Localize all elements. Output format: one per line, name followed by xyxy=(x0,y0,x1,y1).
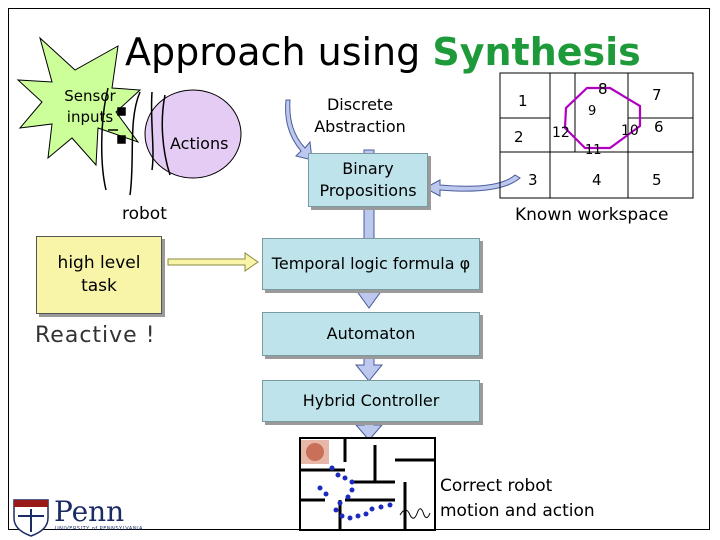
temporal-logic-box: Temporal logic formula φ xyxy=(262,238,480,290)
sensor-label: Sensor inputs xyxy=(64,87,116,126)
region-label: 1 xyxy=(518,92,528,110)
temporal-logic-label: Temporal logic formula φ xyxy=(271,254,471,273)
title-highlight: Synthesis xyxy=(432,30,641,74)
robot-motion-image xyxy=(299,437,436,531)
penn-shield-icon xyxy=(13,499,49,537)
penn-logo-text: Penn xyxy=(54,495,125,528)
discrete-abstraction-label: Discrete Abstraction xyxy=(314,95,406,136)
high-level-task-label: high level task xyxy=(57,253,141,296)
region-label: 4 xyxy=(592,171,602,189)
region-label: 9 xyxy=(588,104,597,119)
sensor-burst xyxy=(16,36,142,167)
actions-label: Actions xyxy=(170,134,229,153)
hybrid-controller-box: Hybrid Controller xyxy=(262,380,480,422)
slide-title: Approach using Synthesis xyxy=(125,30,641,74)
high-level-task-scroll: high level task xyxy=(36,236,162,314)
region-label: 11 xyxy=(585,143,602,158)
region-label: 6 xyxy=(654,118,664,136)
region-label: 5 xyxy=(652,171,662,189)
penn-logo-subtext: UNIVERSITY of PENNSYLVANIA xyxy=(55,526,143,532)
workspace-caption: Known workspace xyxy=(515,205,669,225)
automaton-label: Automaton xyxy=(326,324,416,343)
workspace-highlight-path xyxy=(563,86,642,150)
region-label: 7 xyxy=(652,86,662,104)
title-prefix: Approach using xyxy=(125,30,421,74)
hybrid-controller-label: Hybrid Controller xyxy=(302,391,440,410)
region-label: 2 xyxy=(514,128,524,146)
task-arrow-icon xyxy=(167,252,259,272)
binary-propositions-label: Binary Propositions xyxy=(319,159,417,200)
workspace-map xyxy=(499,72,694,199)
region-label: 8 xyxy=(598,80,608,98)
reactive-label: Reactive ! xyxy=(35,323,156,348)
region-label: 10 xyxy=(621,123,639,139)
actions-bubble xyxy=(144,89,242,179)
robot-sketch-icon xyxy=(100,87,171,196)
region-label: 3 xyxy=(528,171,538,189)
result-caption: Correct robot motion and action xyxy=(440,476,595,521)
robot-label: robot xyxy=(122,204,167,224)
binary-propositions-box: Binary Propositions xyxy=(308,153,428,207)
automaton-box: Automaton xyxy=(262,312,480,356)
region-label: 12 xyxy=(552,125,570,141)
